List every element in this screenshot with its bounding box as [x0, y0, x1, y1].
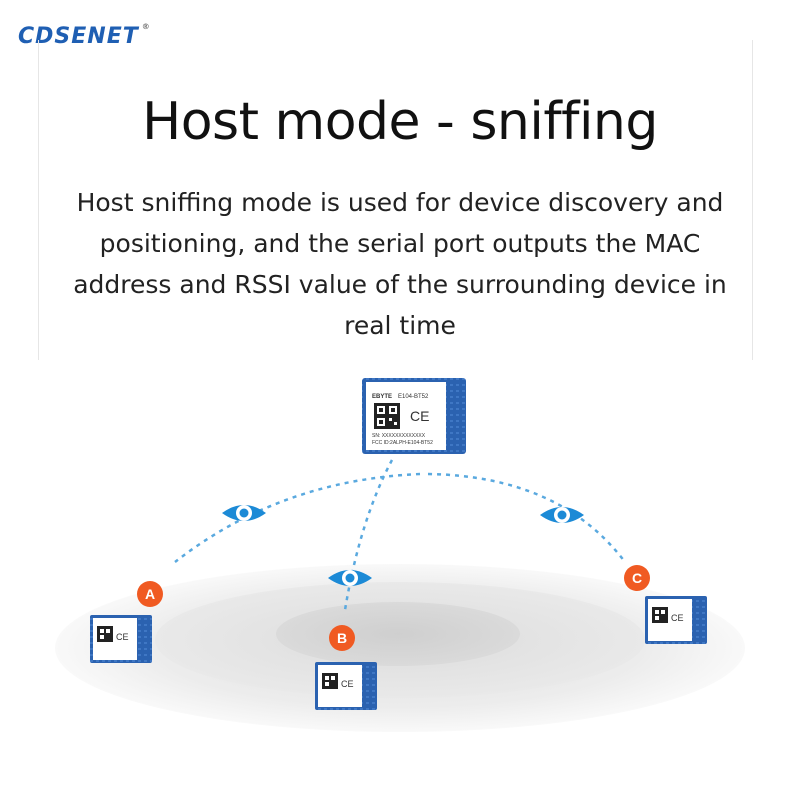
device-module-b: CE [315, 662, 377, 710]
link-line-a [174, 472, 421, 563]
page-description: Host sniffing mode is used for device di… [73, 188, 727, 340]
device-module-a: CE [90, 615, 152, 663]
brand-logo: CDSENET® [18, 22, 151, 49]
device-module-c: CE [645, 596, 707, 644]
ce-mark-icon: CE [341, 679, 354, 689]
right-divider [752, 40, 753, 360]
badge-b-label: B [337, 630, 347, 646]
registered-mark: ® [141, 22, 151, 31]
left-divider [38, 40, 39, 360]
brand-name: CDSENET [18, 24, 139, 49]
badge-c-label: C [632, 570, 642, 586]
ce-mark-icon: CE [671, 613, 684, 623]
host-module-sn: SN: XXXXXXXXXXXXX [372, 433, 426, 439]
host-module-logo: EBYTE [372, 394, 392, 400]
floor-inner-ring [276, 602, 520, 666]
page-title: Host mode - sniffing [142, 92, 658, 152]
badge-a [137, 581, 163, 607]
ce-mark-icon: CE [410, 408, 429, 424]
badge-c [624, 565, 650, 591]
eye-icon [222, 505, 266, 521]
host-module: EBYTE E104-BT52 CE SN: XXXXXXXXXXXXX FCC… [362, 378, 466, 454]
badge-b [329, 625, 355, 651]
host-module-model: E104-BT52 [398, 394, 429, 400]
ce-mark-icon: CE [116, 632, 129, 642]
link-line-b [343, 459, 394, 611]
qr-code-icon [374, 403, 400, 429]
badge-a-label: A [145, 586, 155, 602]
eye-icon [540, 507, 584, 523]
link-line-c [427, 472, 626, 563]
host-module-fcc: FCC ID:2ALPH-E104-BT52 [372, 440, 433, 446]
eye-icon [328, 570, 372, 586]
